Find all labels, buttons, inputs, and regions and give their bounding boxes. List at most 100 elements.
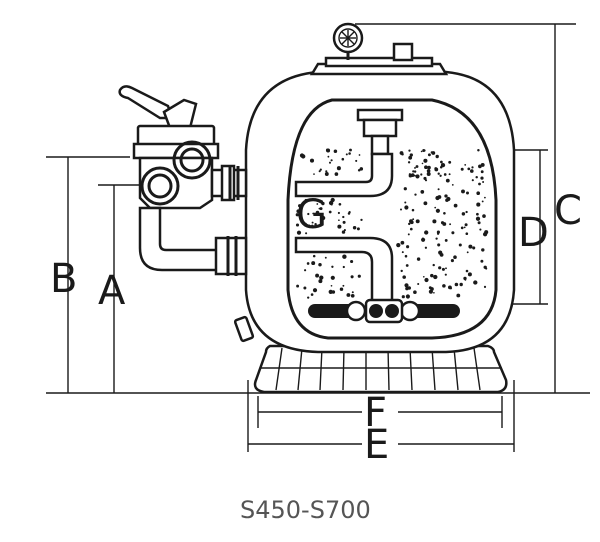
- sand-speck: [439, 165, 443, 169]
- sand-speck: [337, 224, 342, 229]
- sand-speck: [438, 266, 442, 270]
- sand-speck: [325, 170, 328, 173]
- sand-speck: [424, 277, 429, 283]
- sand-speck: [422, 275, 425, 278]
- filter-laterals: [308, 298, 460, 324]
- sand-speck: [451, 231, 455, 235]
- sand-speck: [456, 293, 461, 298]
- sand-speck: [477, 221, 481, 225]
- sand-speck: [443, 173, 447, 176]
- sand-speck: [428, 286, 432, 290]
- sand-speck: [355, 159, 358, 162]
- sand-speck: [484, 196, 486, 199]
- sand-speck: [437, 195, 442, 199]
- filter-tank: [244, 22, 516, 354]
- filter-base: [253, 344, 508, 394]
- sand-speck: [423, 201, 428, 206]
- sand-speck: [331, 265, 334, 268]
- sand-speck: [351, 291, 354, 294]
- sand-speck: [424, 230, 429, 235]
- sand-speck: [305, 232, 308, 235]
- sand-speck: [330, 284, 333, 287]
- sand-speck: [342, 215, 345, 219]
- sand-speck: [319, 207, 323, 211]
- sand-speck: [310, 293, 314, 296]
- sand-speck: [339, 287, 344, 291]
- sand-speck: [480, 259, 484, 263]
- sand-speck: [313, 173, 315, 175]
- sand-speck: [338, 202, 342, 206]
- sand-speck: [399, 151, 404, 155]
- sand-speck: [448, 173, 451, 176]
- sand-speck: [341, 157, 345, 161]
- sand-speck: [350, 293, 355, 298]
- sand-speck: [434, 206, 437, 209]
- sand-speck: [423, 176, 427, 180]
- sand-speck: [359, 167, 364, 171]
- sand-speck: [435, 154, 439, 159]
- sand-speck: [408, 155, 413, 160]
- sand-speck: [311, 261, 316, 266]
- sand-speck: [321, 215, 326, 221]
- sand-speck: [341, 230, 346, 234]
- sand-speck: [421, 162, 424, 165]
- sand-speck: [409, 219, 413, 224]
- dim-label-c: C: [554, 188, 582, 234]
- sand-speck: [399, 208, 403, 211]
- sand-speck: [347, 212, 351, 215]
- sand-speck: [466, 191, 469, 195]
- sand-speck: [427, 165, 431, 170]
- sand-speck: [330, 275, 335, 280]
- dim-label-b: B: [50, 256, 77, 302]
- sand-speck: [481, 248, 485, 252]
- sand-speck: [407, 233, 410, 236]
- sand-speck: [432, 263, 435, 267]
- sand-speck: [402, 275, 406, 279]
- sand-speck: [345, 153, 348, 156]
- sand-speck: [321, 201, 325, 206]
- sand-speck: [420, 190, 425, 194]
- sand-speck: [308, 224, 311, 227]
- sand-speck: [439, 174, 442, 177]
- sand-speck: [408, 222, 411, 226]
- sand-speck: [307, 296, 310, 299]
- sand-speck: [464, 223, 468, 227]
- dim-label-f: F: [364, 390, 387, 436]
- sand-speck: [343, 229, 346, 232]
- sand-speck: [352, 226, 357, 230]
- sand-speck: [326, 148, 331, 153]
- sand-speck: [471, 179, 474, 182]
- sand-speck: [449, 287, 453, 290]
- sand-speck: [404, 205, 409, 210]
- sand-speck: [342, 284, 345, 287]
- sand-speck: [334, 172, 339, 176]
- sand-speck: [303, 286, 307, 290]
- sand-speck: [304, 269, 307, 272]
- sand-speck: [404, 254, 408, 258]
- sand-speck: [404, 201, 407, 204]
- sand-speck: [413, 290, 417, 294]
- sand-speck: [413, 170, 417, 173]
- sand-speck: [358, 154, 361, 156]
- dim-label-d: D: [518, 210, 549, 256]
- sand-speck: [412, 170, 415, 173]
- sand-speck: [434, 167, 439, 172]
- sand-speck: [460, 226, 464, 230]
- sand-speck: [448, 160, 452, 164]
- sand-speck: [437, 172, 440, 175]
- sand-speck: [463, 276, 467, 281]
- sand-speck: [467, 272, 472, 277]
- multiport-valve: [118, 85, 255, 343]
- sand-speck: [330, 197, 335, 203]
- sand-speck: [436, 232, 440, 235]
- sand-speck: [417, 282, 420, 286]
- sand-speck: [411, 208, 415, 212]
- sand-speck: [440, 162, 446, 168]
- sand-speck: [466, 251, 469, 254]
- sand-speck: [460, 167, 464, 171]
- sand-speck: [415, 174, 420, 179]
- sand-speck: [472, 246, 476, 250]
- sand-speck: [301, 154, 306, 159]
- sand-speck: [480, 170, 484, 174]
